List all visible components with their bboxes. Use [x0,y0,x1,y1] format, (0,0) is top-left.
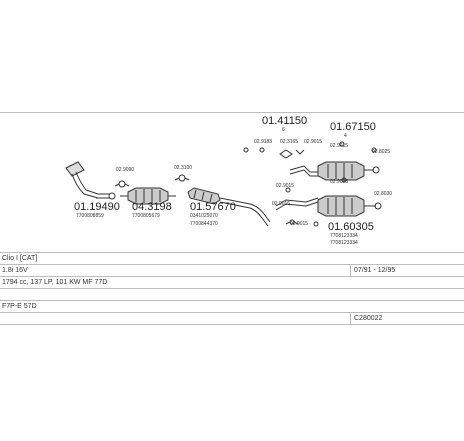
divider [350,264,351,276]
part-ref: 7708123334 [330,233,358,239]
vehicle-model: Clio I [CAT] [2,255,38,262]
hanger-label: 02.9095 [330,179,349,185]
divider [0,300,464,301]
part-ref: 7708123334 [330,240,358,246]
part-number: 01.67150 [330,121,376,133]
part-ref: 7700844370 [190,221,218,227]
rear-silencer-bottom [275,195,382,225]
part-ref: 7700805679 [132,213,160,219]
divider [350,312,351,324]
exhaust-diagram: 01.19490 7700808859 04.3198 7700805679 0… [0,110,464,250]
part-ref: 7700808859 [76,213,104,219]
hanger-label: 02.3165 [280,139,299,145]
hanger-label: 02.9183 [254,139,273,145]
vehicle-specs: 1794 cc, 137 LP, 101 KW MF 77D [2,279,108,286]
divider [0,324,464,325]
hanger-label: 02.9015 [330,143,349,149]
hanger-label: 02.9015 [272,201,291,207]
part-ref: 0341025070 [190,213,218,219]
divider [0,276,464,277]
divider [0,312,464,313]
hanger-label: 02.9015 [290,221,309,227]
divider [0,252,464,253]
clamp-label: 02.3100 [174,165,193,171]
exhaust-drawing [65,141,382,227]
divider [0,288,464,289]
hanger-label: 02.8025 [372,149,391,155]
part-sub: 6 [282,127,285,133]
divider [0,112,464,113]
hanger-label: 02.8030 [374,191,393,197]
part-number: 01.57670 [190,201,236,213]
part-number: 01.60305 [328,221,374,233]
middle-silencer [187,187,271,227]
part-number: 01.41150 [262,115,308,127]
vehicle-engine-code: F7P-E 57D [2,303,37,310]
vehicle-engine: 1.8i 16V [2,267,28,274]
catalytic-converter [120,187,176,205]
part-sub: 4 [344,133,347,139]
hangers [243,141,377,227]
divider [0,264,464,265]
rear-silencer-top [279,149,380,181]
vehicle-years: 07/91 - 12/95 [354,267,396,274]
front-pipe [65,161,116,200]
hanger-label: 02.9015 [276,183,295,189]
catalog-code: C280022 [354,315,383,322]
clamp-icon [114,180,130,188]
clamp-icon-2 [174,174,190,182]
part-number: 04.3198 [132,201,172,213]
hanger-label: 02.9015 [304,139,323,145]
part-number: 01.19490 [74,201,120,213]
clamp-label: 02.9090 [116,167,135,173]
